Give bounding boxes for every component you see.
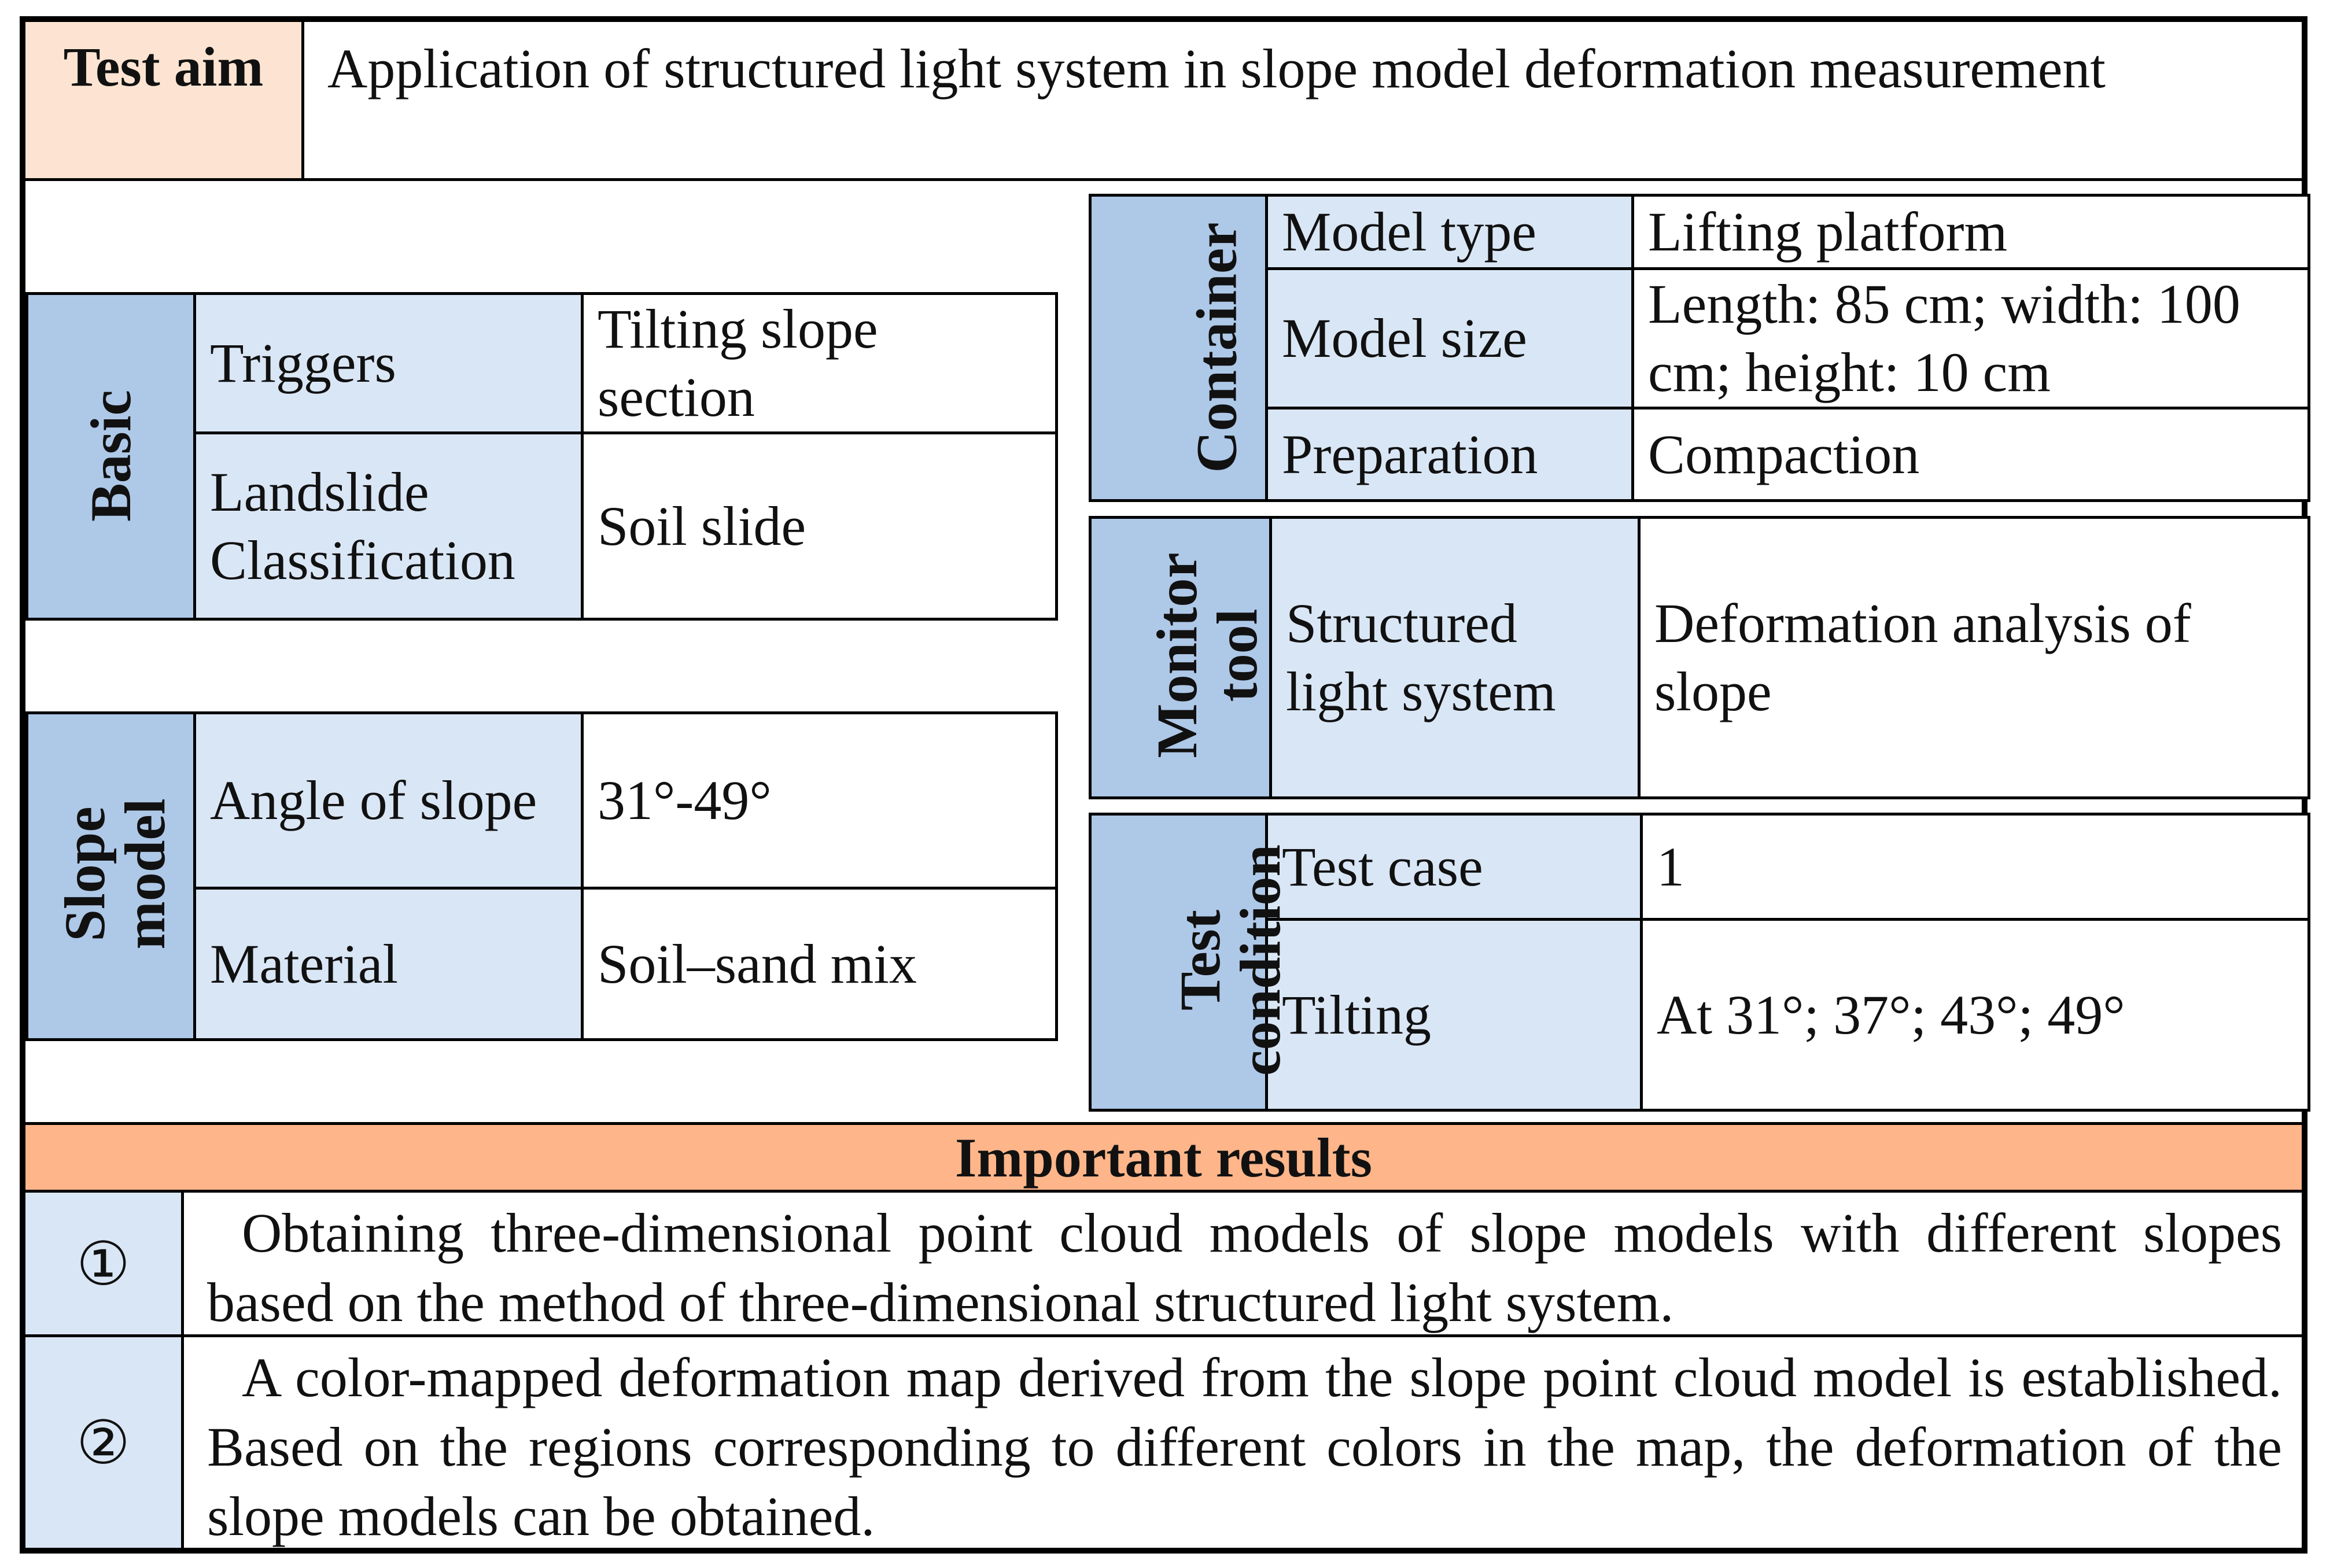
test-condition-header-text: Test condition <box>1168 844 1292 1076</box>
test-condition-row-value: 1 <box>1640 813 2310 921</box>
container-row-label: Model size <box>1265 267 1634 409</box>
basic-row-label: Landslide Classification <box>193 431 584 621</box>
container-row-value: Length: 85 cm; width: 100 cm; height: 10… <box>1631 267 2310 409</box>
result-number: ② <box>25 1337 184 1548</box>
result-text: A color-mapped deformation map derived f… <box>207 1346 2282 1547</box>
test-condition-row-label: Tilting <box>1265 918 1643 1112</box>
basic-header-text: Basic <box>78 390 143 522</box>
container-header-text: Container <box>1184 222 1249 473</box>
slope-model-header: Slope model <box>25 711 196 1041</box>
slope-model-header-text: Slope model <box>53 798 177 950</box>
monitor-tool-row-value: Deformation analysis of slope <box>1638 516 2310 799</box>
monitor-tool-row-label: Structured light system <box>1269 516 1641 799</box>
slope-model-row-label: Material <box>193 887 584 1041</box>
monitor-tool-header: Monitor tool <box>1089 516 1272 799</box>
slope-model-row-value: 31°-49° <box>581 711 1058 890</box>
container-row-label: Model type <box>1265 194 1634 270</box>
test-condition-row-value: At 31°; 37°; 43°; 49° <box>1640 918 2310 1112</box>
container-header: Container <box>1089 194 1268 502</box>
test-aim-text: Application of structured light system i… <box>304 22 2302 181</box>
slope-model-row-label: Angle of slope <box>193 711 584 890</box>
monitor-tool-table: Monitor tool Structured light system Def… <box>1089 516 2310 799</box>
basic-row-value: Tilting slope section <box>581 292 1058 434</box>
test-condition-table: Test condition Test case 1 Tilting At 31… <box>1089 813 2310 1112</box>
important-results-title: Important results <box>25 1122 2302 1193</box>
monitor-tool-header-text: Monitor tool <box>1145 552 1269 758</box>
container-row-label: Preparation <box>1265 407 1634 502</box>
test-condition-row-label: Test case <box>1265 813 1643 921</box>
test-aim-label: Test aim <box>25 22 304 181</box>
basic-header: Basic <box>25 292 196 621</box>
result-number: ① <box>25 1193 184 1337</box>
container-row-value: Lifting platform <box>1631 194 2310 270</box>
test-condition-header: Test condition <box>1089 813 1292 1112</box>
slope-model-row-value: Soil–sand mix <box>581 887 1058 1041</box>
container-table: Container Model type Lifting platform Mo… <box>1089 194 2310 502</box>
basic-row-label: Triggers <box>193 292 584 434</box>
basic-row-value: Soil slide <box>581 431 1058 621</box>
container-row-value: Compaction <box>1631 407 2310 502</box>
slope-model-table: Slope model Angle of slope 31°-49° Mater… <box>25 711 1058 1041</box>
result-text: Obtaining three-dimensional point cloud … <box>184 1193 2302 1337</box>
basic-table: Basic Triggers Tilting slope section Lan… <box>25 292 1058 621</box>
